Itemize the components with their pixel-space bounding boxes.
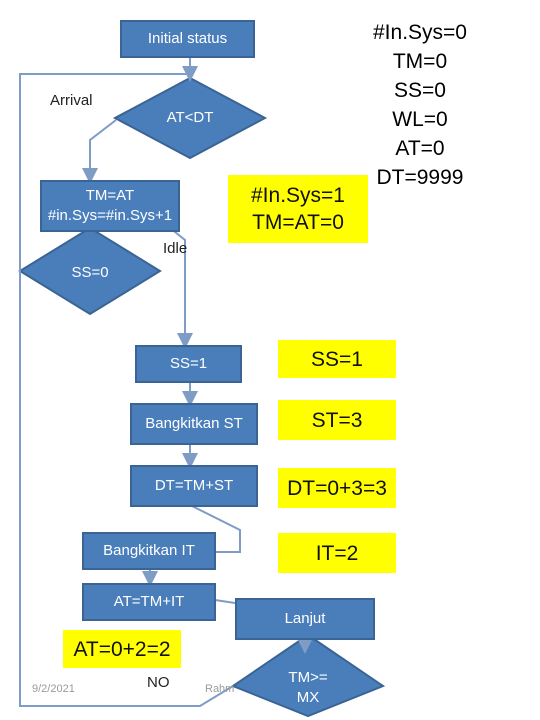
at-note: AT=0+2=2 [63,630,181,668]
bangkitkan-st-label: Bangkitkan ST [145,415,243,432]
bangkitkan-it-box: Bangkitkan IT [82,532,216,570]
dt-note-text: DT=0+3=3 [287,476,387,500]
decision-at-lt-dt [112,76,268,160]
init-value-wl: WL=0 [392,108,448,131]
init-value-tm: TM=0 [392,50,448,73]
init-value-ss: SS=0 [394,79,446,102]
no-label: NO [147,674,170,691]
at-tm-it-label: AT=TM+IT [113,593,185,610]
idle-label: Idle [163,240,188,257]
bangkitkan-st-box: Bangkitkan ST [130,403,258,445]
insys-note: #In.Sys=1 TM=AT=0 [228,175,368,243]
initial-values-note: #In.Sys=0 TM=0 SS=0 WL=0 AT=0 DT=9999 [370,18,470,192]
tm-mx-line1: TM>= [288,669,328,686]
ss0-label: SS=0 [71,264,109,281]
lanjut-label: Lanjut [284,610,326,627]
insys-line2: TM=AT=0 [252,211,344,234]
arrival-label: Arrival [50,92,93,109]
dt-tm-st-box: DT=TM+ST [130,465,258,507]
at-tm-it-box: AT=TM+IT [82,583,216,621]
it-note-text: IT=2 [315,541,359,565]
dt-tm-st-label: DT=TM+ST [154,477,234,494]
init-value-at: AT=0 [395,137,445,160]
st-note: ST=3 [278,400,396,440]
footer-author: Rahm [205,683,235,695]
decision-tm-mx [230,633,386,718]
ss1-box: SS=1 [135,345,242,383]
bangkitkan-it-label: Bangkitkan IT [103,542,195,559]
ss1-note-text: SS=1 [311,347,363,371]
footer-date: 9/2/2021 [32,683,75,695]
tm-at-line2: #in.Sys=#in.Sys+1 [47,207,173,224]
at-lt-dt-label: AT<DT [166,109,214,126]
lanjut-box: Lanjut [235,598,375,640]
initial-status-label: Initial status [147,30,228,47]
at-note-text: AT=0+2=2 [73,637,171,661]
dt-note: DT=0+3=3 [278,468,396,508]
ss1-note: SS=1 [278,340,396,378]
ss1-label: SS=1 [169,355,208,372]
it-note: IT=2 [278,533,396,573]
init-value-dt: DT=9999 [376,166,464,189]
tm-mx-line2: MX [296,689,320,706]
tm-mx-label: TM>= MX [268,668,348,708]
tm-at-line1: TM=AT [85,187,135,204]
init-value-insys: #In.Sys=0 [373,21,467,44]
insys-line1: #In.Sys=1 [251,184,345,207]
tm-at-box: TM=AT #in.Sys=#in.Sys+1 [40,180,180,232]
st-note-text: ST=3 [311,408,363,432]
initial-status-box: Initial status [120,20,255,58]
decision-ss0 [18,226,162,316]
